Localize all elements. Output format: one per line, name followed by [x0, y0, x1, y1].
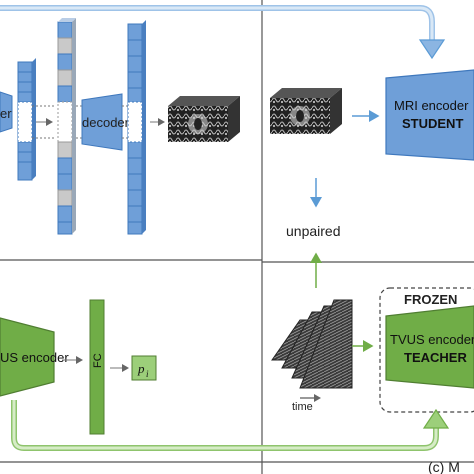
- masked-column: [57, 18, 76, 235]
- mri-volume-input: [270, 88, 342, 134]
- mri-encoder-label: MRI encoder: [394, 98, 469, 113]
- student-panel: MRI encoder STUDENT unpaired: [270, 69, 474, 288]
- mri-volume-reconstruction: [168, 96, 240, 142]
- tvus-encoder-teacher: [385, 305, 474, 389]
- classifier-panel: US encoder FC p i: [0, 299, 157, 435]
- mri-encoder-student: [385, 69, 474, 161]
- output-probability-box: [131, 355, 157, 381]
- encoder-label-partial: er: [0, 106, 12, 121]
- frozen-box: [379, 287, 474, 413]
- panel-c-label: (c) M: [428, 459, 460, 474]
- decoder-block: [81, 93, 123, 151]
- output-column: [127, 20, 146, 235]
- tvus-encoder-left: [0, 317, 55, 397]
- fc-layer: [89, 299, 105, 435]
- teacher-panel: FROZEN time TVUS encoder TEACHER: [271, 287, 474, 413]
- student-label: STUDENT: [402, 116, 463, 131]
- tvus-encoder-left-label: US encoder: [0, 350, 69, 365]
- autoencoder-panel: er: [0, 18, 240, 235]
- p-subscript: i: [146, 369, 149, 379]
- fc-label: FC: [92, 353, 104, 368]
- tvus-encoder-label: TVUS encoder: [390, 332, 474, 347]
- frozen-label: FROZEN: [404, 292, 457, 307]
- ultrasound-time-stack: [271, 299, 353, 389]
- latent-column-1: [17, 58, 36, 181]
- bottom-arrow-head: [422, 408, 450, 429]
- time-label: time: [292, 401, 313, 413]
- bottom-distill-arrow: [11, 400, 439, 451]
- top-arrow-head: [418, 39, 446, 60]
- p-label: p: [137, 361, 145, 376]
- decoder-label: decoder: [82, 115, 130, 130]
- encoder-block-left: [0, 91, 13, 133]
- teacher-label: TEACHER: [404, 350, 467, 365]
- unpaired-label: unpaired: [286, 223, 341, 239]
